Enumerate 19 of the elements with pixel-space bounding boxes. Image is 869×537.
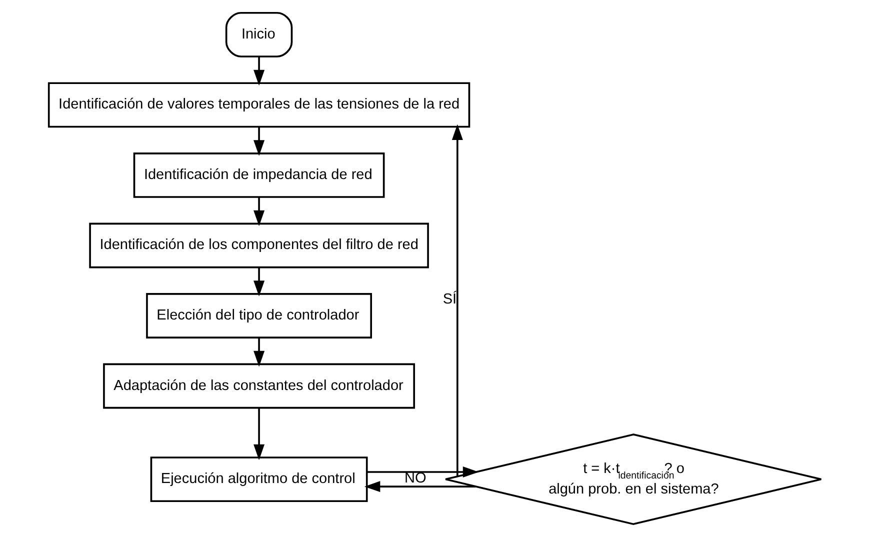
arrow (253, 267, 264, 296)
edge-label: NO (404, 470, 426, 486)
node-box: Identificación de impedancia de red (132, 152, 384, 198)
node-box: Identificación de los componentes del filtro de red (88, 222, 428, 268)
node-diamond: t = k·t$_{identificación}$? o algún prob. en el sistema? (444, 434, 822, 526)
edge-label: SÍ (442, 291, 456, 308)
arrow (253, 338, 264, 367)
node-box: Elección del tipo de controlador (146, 293, 372, 338)
arrow (451, 124, 462, 476)
node-box: Ejecución algoritmo de control (150, 456, 368, 502)
node-box: Adaptación de las constantes del controlador (102, 363, 414, 409)
node-box: Inicio (224, 12, 292, 58)
arrow (253, 197, 264, 226)
arrow (366, 466, 478, 478)
arrow (253, 56, 264, 86)
arrow (364, 481, 476, 492)
arrow (253, 126, 264, 156)
node-box: Identificación de valores temporales de las tensiones de la red (47, 82, 470, 128)
arrow (253, 408, 264, 460)
